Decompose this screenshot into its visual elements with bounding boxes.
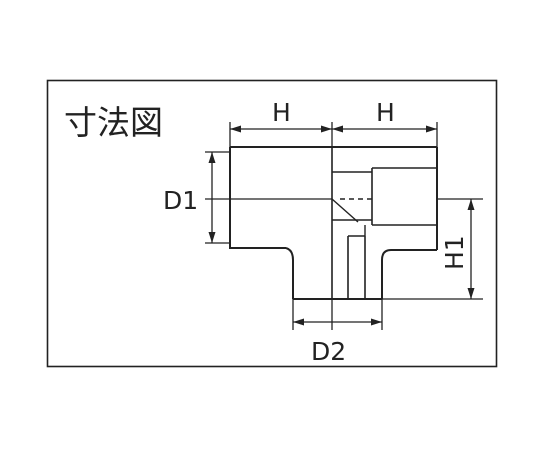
- dim-d1: [205, 151, 332, 244]
- dim-d2: [292, 299, 383, 330]
- tee-fitting-outline: [229, 146, 438, 300]
- dim-h1: [382, 198, 483, 300]
- dim-d2-label: D2: [311, 337, 346, 366]
- dim-h1-label: H1: [440, 235, 469, 270]
- dim-h-right-label: H: [376, 98, 395, 127]
- tee-internal-features: [331, 147, 437, 299]
- dim-d1-label: D1: [163, 186, 198, 215]
- dim-h-left-label: H: [272, 98, 291, 127]
- drawing-title: 寸法図: [64, 103, 163, 142]
- drawing-frame: [46, 79, 498, 368]
- dim-h-left: [229, 122, 333, 147]
- dim-h-right: [332, 122, 438, 147]
